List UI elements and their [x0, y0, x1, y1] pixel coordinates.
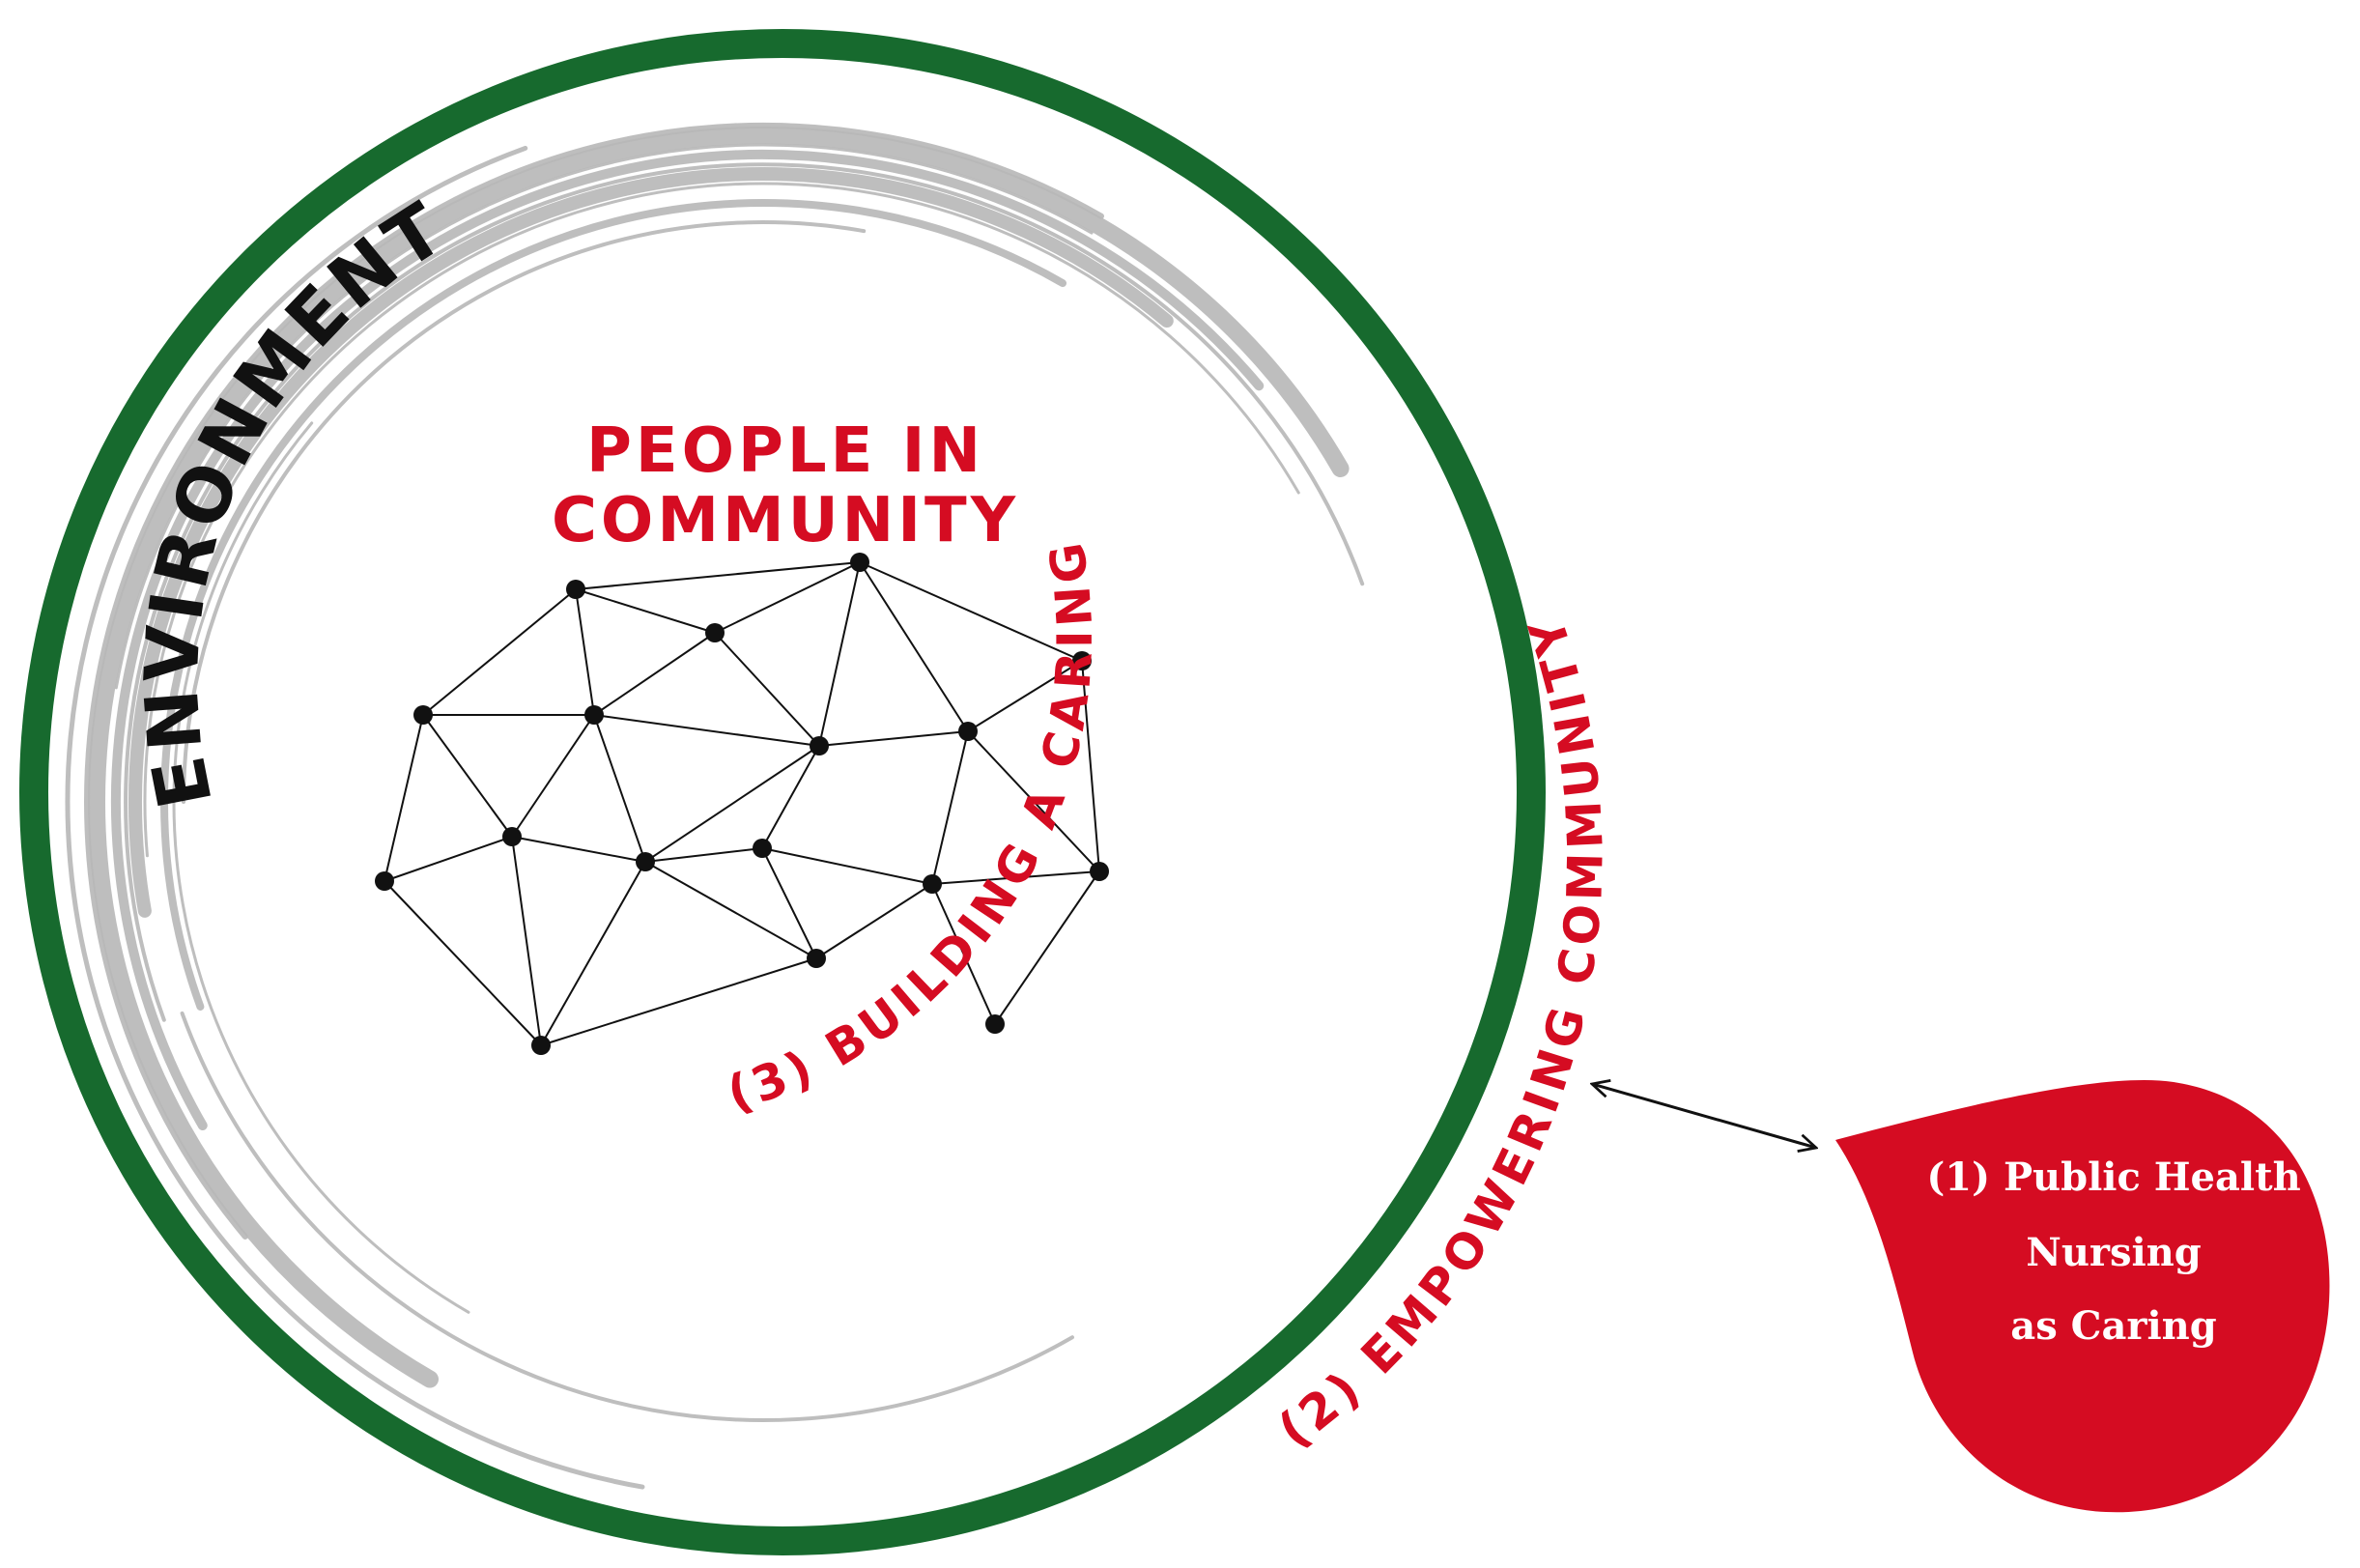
network-edge — [931, 883, 996, 1025]
network-edge — [593, 714, 646, 863]
network-edge — [644, 847, 763, 863]
network-node — [807, 949, 826, 968]
network-edge — [422, 588, 577, 716]
people-in-community-title-line2: COMMUNITY — [552, 485, 1019, 556]
network-node — [413, 705, 433, 725]
phn-line1: (1) Public Health — [1926, 1155, 2300, 1200]
network-node — [753, 839, 772, 858]
network-edge — [761, 847, 817, 959]
swirl-arc — [182, 220, 867, 804]
network-edge — [593, 714, 820, 747]
network-edge — [967, 730, 1100, 872]
network-edge — [511, 836, 646, 863]
swirl-arc — [124, 162, 1365, 1022]
network-edge — [384, 836, 513, 882]
network-edge — [575, 561, 861, 590]
environment-label: ENVIRONMENT — [128, 185, 461, 815]
network-edge — [931, 870, 1100, 885]
phn-line3: as Caring — [2010, 1303, 2216, 1349]
network-edge — [644, 861, 817, 959]
network-node — [705, 623, 725, 642]
network-node — [502, 827, 522, 846]
network-node — [985, 1014, 1005, 1034]
network-edge — [511, 836, 542, 1046]
network-edge — [384, 714, 424, 882]
network-edge — [511, 714, 595, 838]
swirl-arc — [65, 145, 645, 1490]
swirl-arc — [128, 167, 1174, 918]
network-edge — [815, 883, 933, 959]
network-node — [584, 705, 604, 725]
public-health-nursing-drop — [1835, 1080, 2330, 1513]
network-edge — [540, 861, 646, 1046]
network-node — [958, 722, 978, 741]
double-arrow — [1592, 1084, 1816, 1148]
network-edge — [859, 561, 1083, 662]
network-edge — [818, 561, 861, 747]
swirl-arc — [180, 1011, 1074, 1422]
swirl-arc — [88, 127, 1350, 1388]
network-edge — [994, 870, 1100, 1025]
network-edge — [593, 632, 716, 716]
network-edge — [761, 745, 820, 849]
swirl-arc — [172, 421, 470, 1314]
network-node — [810, 736, 829, 755]
network-node — [850, 553, 869, 572]
network-edge — [575, 588, 716, 634]
network-edge — [818, 730, 969, 747]
network-edge — [714, 561, 861, 634]
network-edge — [644, 745, 820, 863]
network-node — [566, 580, 585, 599]
network-node — [531, 1036, 551, 1055]
environment-ring — [19, 29, 1546, 1555]
network-edge — [1081, 660, 1100, 872]
network-edge — [714, 632, 820, 747]
network-node — [375, 871, 394, 891]
community-network — [375, 553, 1109, 1055]
network-node — [636, 852, 655, 871]
swirl-arc — [114, 143, 1094, 690]
swirl-arc — [160, 199, 1066, 1012]
network-edge — [761, 847, 933, 885]
phn-line2: Nursing — [2026, 1230, 2202, 1275]
network-edge — [575, 588, 595, 716]
network-edge — [859, 561, 969, 732]
network-edge — [931, 730, 969, 885]
network-node — [1072, 651, 1092, 670]
swirl-arc — [143, 182, 1300, 858]
swirl-rings — [65, 123, 1365, 1490]
network-edge — [967, 660, 1083, 732]
network-node — [923, 874, 942, 894]
network-edge — [422, 714, 513, 838]
swirl-arc — [84, 123, 1104, 1240]
network-edge — [540, 957, 817, 1046]
swirl-arc — [111, 150, 1265, 1130]
network-node — [1090, 862, 1109, 881]
people-in-community-title-line1: PEOPLE IN — [586, 415, 984, 487]
network-edge — [384, 880, 542, 1046]
